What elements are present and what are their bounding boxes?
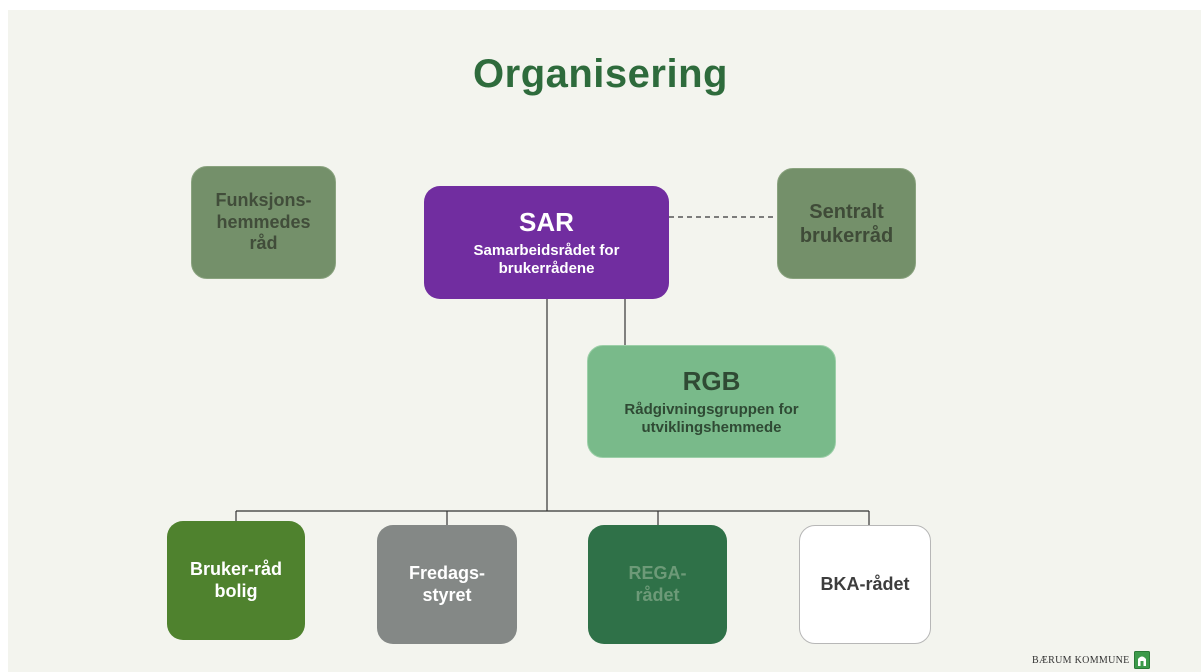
organization-logo: BÆRUM KOMMUNE (1032, 651, 1150, 669)
node-label-line: Sentralt (809, 200, 884, 223)
node-label-line: BKA-rådet (820, 573, 910, 594)
node-label-line: råd (249, 233, 278, 254)
node-label-line: hemmedes (216, 211, 311, 232)
node-sentralt-brukerrad: Sentralt brukerråd (777, 168, 916, 279)
node-bka-radet: BKA-rådet (799, 525, 931, 644)
page-title: Organisering (473, 52, 728, 96)
node-bruker-rad-bolig: Bruker-råd bolig (167, 521, 305, 640)
node-label-line: rådet (635, 584, 680, 605)
node-label-line: bolig (214, 580, 258, 601)
node-label-line: styret (422, 584, 472, 605)
node-subtitle-line: Rådgivningsgruppen for (624, 401, 799, 419)
node-subtitle-line: brukerrådene (498, 260, 595, 278)
node-rgb: RGB Rådgivningsgruppen for utviklingshem… (587, 345, 836, 458)
node-rega-radet: REGA- rådet (588, 525, 727, 644)
node-label-line: Fredags- (408, 562, 486, 583)
node-sar: SAR Samarbeidsrådet for brukerrådene (424, 186, 669, 299)
node-title: SAR (519, 206, 574, 237)
node-title: RGB (682, 365, 741, 396)
node-label-line: REGA- (628, 562, 687, 583)
logo-text: BÆRUM KOMMUNE (1032, 654, 1130, 666)
node-subtitle-line: Samarbeidsrådet for (473, 242, 620, 260)
node-funksjonshemmedes-rad: Funksjons- hemmedes råd (191, 166, 336, 279)
baerum-crest-icon (1133, 651, 1150, 669)
node-subtitle-line: utviklingshemmede (641, 419, 782, 437)
node-label-line: Funksjons- (215, 190, 312, 211)
node-fredagsstyret: Fredags- styret (377, 525, 517, 644)
node-label-line: Bruker-råd (189, 558, 283, 579)
node-label-line: brukerråd (799, 224, 894, 247)
